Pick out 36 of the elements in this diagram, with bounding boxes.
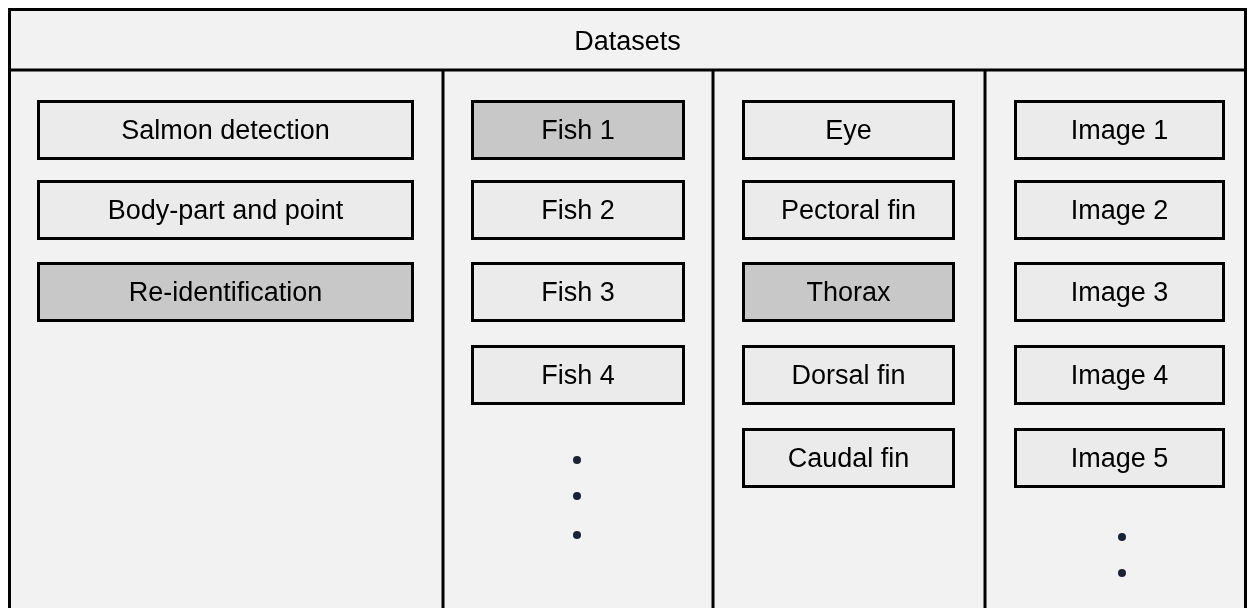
box-label: Salmon detection — [121, 114, 330, 146]
category-box — [1014, 262, 1225, 322]
box-label: Image 1 — [1070, 114, 1169, 146]
category-box — [742, 428, 955, 488]
container-panel — [8, 8, 1247, 608]
category-box — [1014, 428, 1225, 488]
category-box — [37, 100, 414, 160]
box-label: Image 5 — [1070, 442, 1169, 474]
category-box — [742, 100, 955, 160]
box-label: Dorsal fin — [791, 359, 906, 391]
category-box — [471, 100, 685, 160]
category-box — [742, 180, 955, 240]
panel-title: Datasets — [574, 25, 681, 57]
box-label: Fish 1 — [541, 114, 615, 146]
category-box — [1014, 100, 1225, 160]
box-label: Image 3 — [1070, 276, 1169, 308]
box-label: Pectoral fin — [780, 194, 917, 226]
box-label: Image 2 — [1070, 194, 1169, 226]
box-label: Image 4 — [1070, 359, 1169, 391]
category-box — [471, 180, 685, 240]
category-box — [471, 262, 685, 322]
box-label: Eye — [825, 114, 872, 146]
box-label: Thorax — [806, 276, 891, 308]
category-box — [37, 180, 414, 240]
box-label: Fish 2 — [541, 194, 615, 226]
category-box — [1014, 180, 1225, 240]
box-label: Re-identification — [128, 276, 323, 308]
box-label: Fish 3 — [541, 276, 615, 308]
category-box — [742, 262, 955, 322]
box-label: Body-part and point — [107, 194, 344, 226]
box-label: Fish 4 — [541, 359, 615, 391]
category-box — [742, 345, 955, 405]
category-box — [37, 262, 414, 322]
box-label: Caudal fin — [787, 442, 910, 474]
category-box — [1014, 345, 1225, 405]
category-box — [471, 345, 685, 405]
